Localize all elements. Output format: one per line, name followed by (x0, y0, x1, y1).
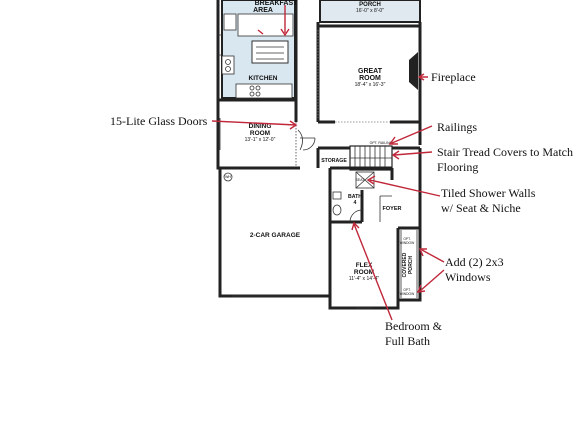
opt-window-top-1: OPT. (403, 237, 410, 241)
bedroom-callout-1: Bedroom & (385, 319, 443, 333)
great-room-dims: 18'-4" x 16'-3" (355, 82, 386, 88)
foyer (379, 148, 422, 228)
garage-label: 2-CAR GARAGE (250, 232, 301, 239)
seat-label: SEAT (356, 178, 366, 182)
opt-window-top-2: WINDOW (400, 241, 415, 245)
flex-label-2: ROOM (354, 269, 374, 276)
stair-callout-2: Flooring (437, 160, 478, 174)
great-room-label-2: ROOM (359, 75, 381, 82)
storage-label: STORAGE (321, 158, 347, 164)
windows-callout-2: Windows (445, 270, 491, 284)
bath-label-2: 4 (354, 200, 357, 206)
opt-window-bottom-2: WINDOW (400, 292, 415, 296)
porch-label: PORCH (359, 2, 381, 8)
wh-label: WH (225, 175, 231, 179)
great-room (316, 22, 422, 145)
dining-room (216, 100, 316, 170)
bath-label-1: BATH (348, 194, 362, 200)
fireplace-callout: Fireplace (431, 70, 476, 84)
fireplace (409, 52, 418, 90)
bath-4 (330, 166, 392, 224)
dining-label-1: DINING (249, 123, 272, 130)
breakfast-label-1: BREAKFAST (255, 0, 299, 7)
foyer-label: FOYER (383, 206, 402, 212)
stair-core (316, 145, 420, 171)
opt-window-bottom-1: OPT. (403, 288, 410, 292)
stair-callout-1: Stair Tread Covers to Match (437, 145, 573, 159)
shower-callout-1: Tiled Shower Walls (441, 186, 536, 200)
covered-porch (398, 226, 422, 302)
covered-porch-label-2: PORCH (408, 256, 414, 274)
flex-room (328, 222, 400, 310)
shower-callout-2: w/ Seat & Niche (441, 201, 521, 215)
opt-railing-label: OPT. RAILING (370, 141, 393, 145)
breakfast-label-2: AREA (253, 7, 273, 14)
porch-dims: 16'-0" x 8'-0" (356, 8, 384, 14)
bedroom-callout-2: Full Bath (385, 334, 430, 348)
great-room-label-1: GREAT (358, 68, 383, 75)
dining-dims: 13'-1" x 12'-0" (245, 137, 276, 143)
porch (319, 0, 421, 23)
covered-porch-label-1: COVERED (402, 252, 408, 277)
glass-doors-callout: 15-Lite Glass Doors (110, 114, 208, 128)
windows-callout-1: Add (2) 2x3 (445, 255, 504, 269)
breakfast-arrowhead (280, 28, 290, 37)
dining-label-2: ROOM (250, 130, 270, 137)
railings-callout: Railings (437, 120, 477, 134)
breakfast-arrow (257, 29, 264, 35)
kitchen-block (216, 0, 298, 102)
kitchen-label: KITCHEN (249, 75, 278, 82)
callout-arrows (211, 73, 445, 321)
flex-label-1: FLEX (356, 262, 373, 269)
flex-dims: 11'-4" x 14'-4" (349, 276, 380, 282)
